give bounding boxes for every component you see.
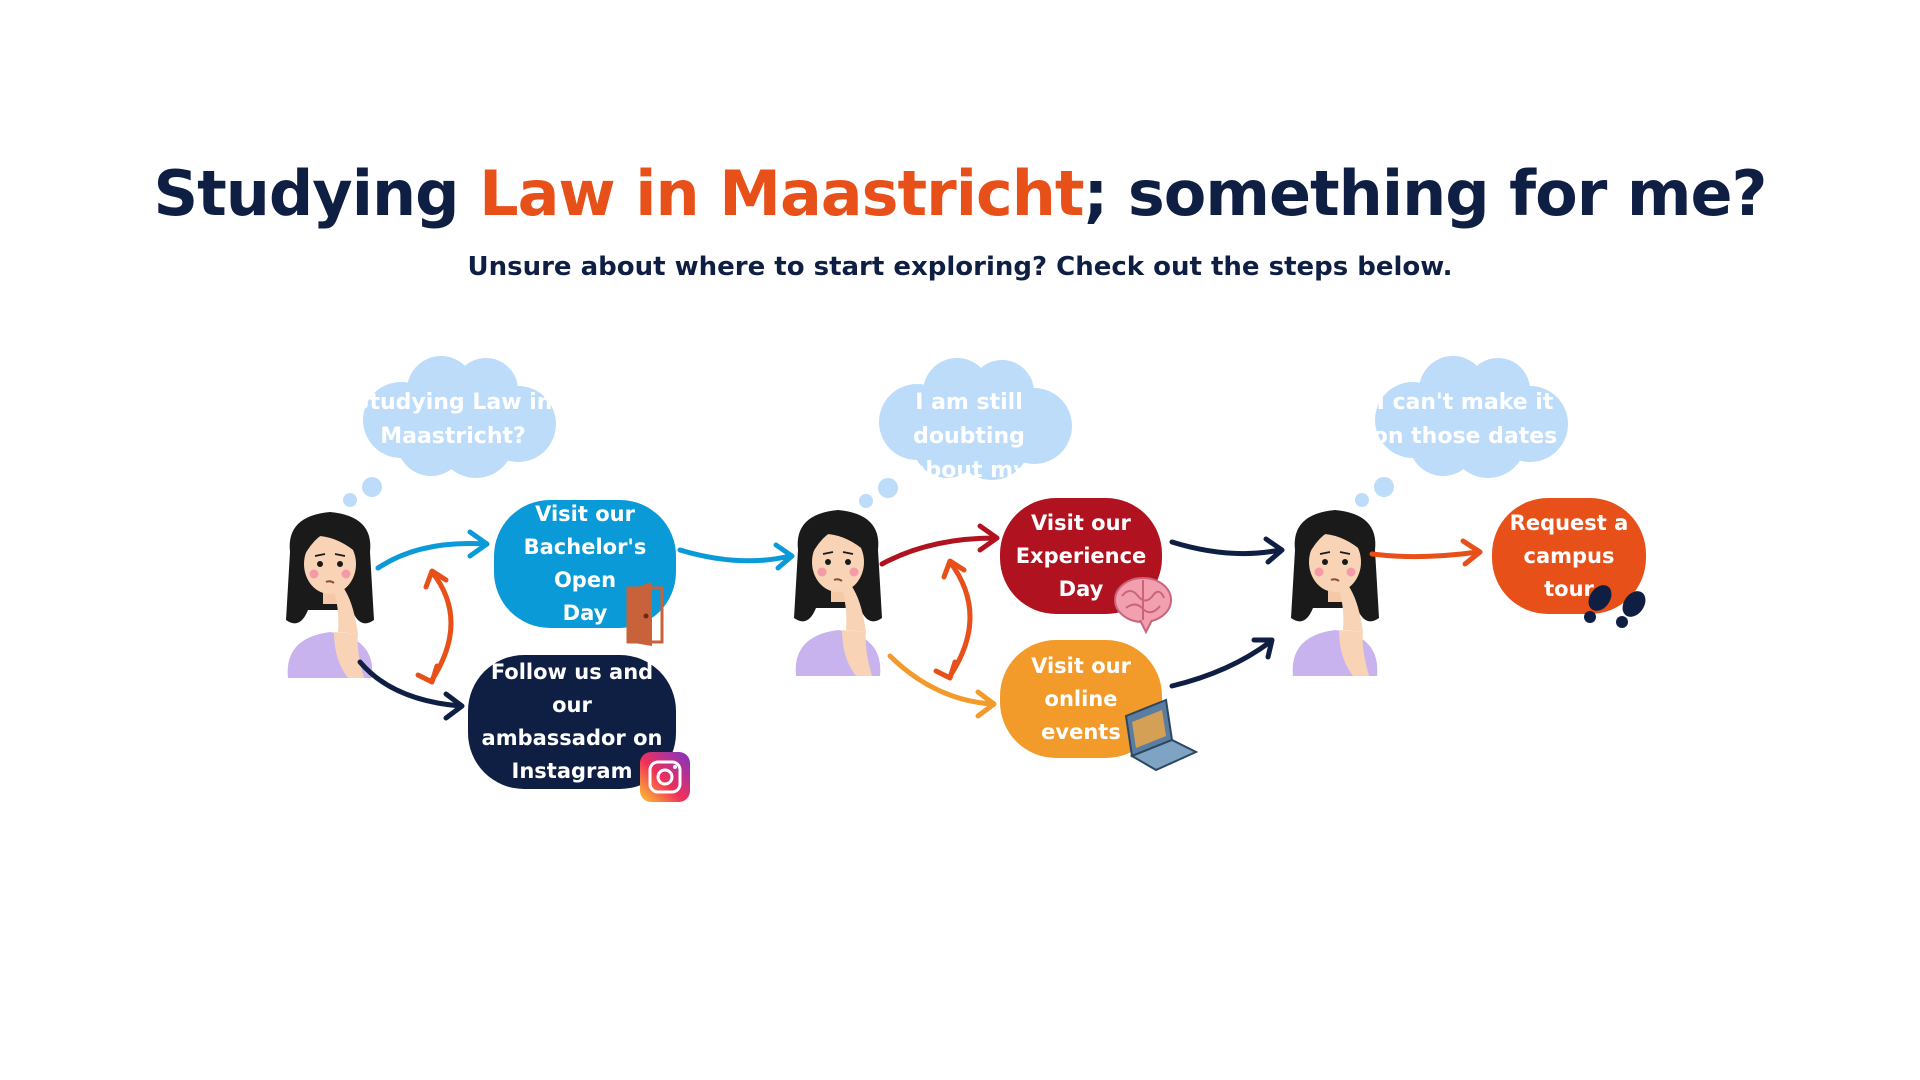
campus-tour-step[interactable]: Request a campus tour (1492, 498, 1646, 614)
arrow-to-instagram (360, 662, 462, 718)
arrow-to-online-events (890, 656, 994, 716)
student-figure-1 (286, 512, 374, 678)
step-label-line: events (1031, 716, 1131, 749)
step-label-line: Visit our (1031, 650, 1131, 683)
experience-day-step[interactable]: Visit our Experience Day (1000, 498, 1162, 614)
step-label-line: Experience (1016, 540, 1147, 573)
step-label-line: Request a (1502, 507, 1636, 540)
step-label-line: Instagram (478, 755, 666, 788)
step-label-line: Day (1016, 573, 1147, 606)
arrow-experience-online (936, 561, 970, 678)
student-figure-2 (794, 510, 882, 676)
thought-line: on those dates (1365, 420, 1565, 454)
step-label-line: Visit our (504, 498, 666, 531)
arrow-to-campus-tour (1372, 541, 1480, 564)
step-label-line: ambassador on (478, 722, 666, 755)
step-label-line: Follow us and our (478, 656, 666, 722)
thought-text-1: Studying Law in Maastricht? (353, 386, 553, 454)
thought-line: Studying Law in (353, 386, 553, 420)
step-label-line: online (1031, 683, 1131, 716)
step-label-line: Visit our (1016, 507, 1147, 540)
thought-line: I can't make it (1365, 386, 1565, 420)
arrow-online-to-student-3 (1172, 640, 1272, 686)
thought-line: Maastricht? (353, 420, 553, 454)
step-label-line: campus tour (1502, 540, 1636, 606)
arrow-to-experience-day (882, 526, 997, 564)
instagram-step[interactable]: Follow us and our ambassador on Instagra… (468, 655, 676, 789)
open-day-step[interactable]: Visit our Bachelor's Open Day (494, 500, 676, 628)
step-label-line: Day (504, 597, 666, 630)
arrow-to-open-day (378, 532, 487, 568)
thought-text-3: I can't make it on those dates (1365, 386, 1565, 454)
step-label-line: Bachelor's Open (504, 531, 666, 597)
student-figure-3 (1291, 510, 1379, 676)
arrow-open-day-instagram (418, 571, 451, 682)
arrow-experience-to-student-3 (1172, 539, 1282, 562)
arrow-open-day-to-student-2 (680, 545, 792, 568)
thought-line: I am still doubting (869, 386, 1069, 454)
online-events-step[interactable]: Visit our online events (1000, 640, 1162, 758)
